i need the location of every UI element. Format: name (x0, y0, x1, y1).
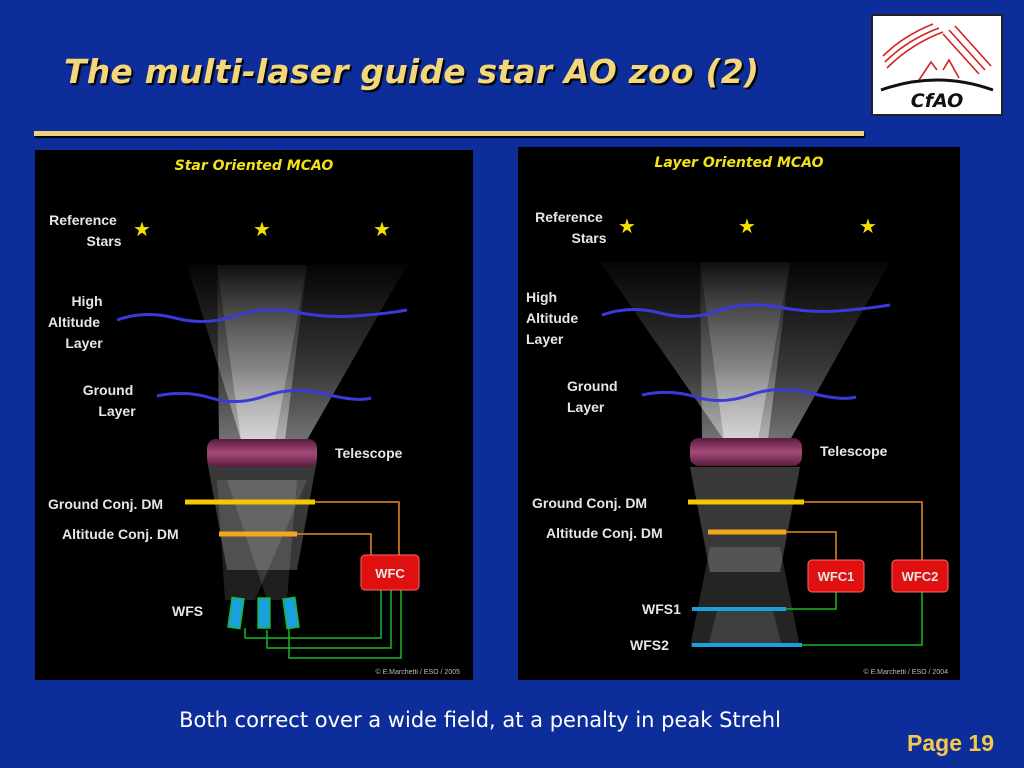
slide-caption: Both correct over a wide field, at a pen… (179, 708, 781, 732)
ground-layer-label-2: Layer (567, 399, 605, 415)
wfc1-label: WFC1 (818, 569, 855, 584)
reference-stars-label: Reference (535, 209, 603, 225)
ground-layer-label: Ground (567, 378, 618, 394)
star-oriented-mcao-panel: Star Oriented MCAO ★ ★ ★ (35, 150, 473, 680)
altitude-conj-dm-label: Altitude Conj. DM (62, 526, 179, 542)
high-altitude-label-3: Layer (65, 335, 103, 351)
ground-layer-turbulence (156, 389, 372, 403)
cfao-logo-text: CfAO (911, 90, 963, 112)
reference-star-icon: ★ (618, 214, 636, 238)
altitude-conj-dm-label: Altitude Conj. DM (546, 525, 663, 541)
wfc-box (360, 554, 420, 591)
wfs-sensors (227, 596, 300, 630)
wfs-label: WFS (172, 603, 203, 619)
telescope-icon (207, 439, 317, 467)
high-altitude-label: High (526, 289, 557, 305)
panel-title: Layer Oriented MCAO (655, 155, 824, 171)
ground-conj-dm-label: Ground Conj. DM (532, 495, 647, 511)
cfao-logo: CfAO (871, 14, 1003, 116)
wfc-label: WFC (375, 566, 405, 581)
reference-stars-label-2: Stars (86, 233, 121, 249)
ground-conj-dm-label: Ground Conj. DM (48, 496, 163, 512)
high-altitude-label-2: Altitude (526, 310, 578, 326)
wfc2-label: WFC2 (902, 569, 939, 584)
layer-oriented-mcao-diagram: Layer Oriented MCAO ★ ★ ★ WFC1 WFC2 (526, 155, 949, 676)
control-wiring (244, 501, 402, 659)
reference-star-icon: ★ (859, 214, 877, 238)
high-altitude-label-2: Altitude (48, 314, 100, 330)
control-wiring (786, 501, 923, 646)
reference-stars-label-2: Stars (571, 230, 606, 246)
credit-text: © E.Marchetti / ESO / 2004 (863, 668, 948, 676)
slide-title: The multi-laser guide star AO zoo (2) (64, 52, 760, 91)
high-altitude-label-3: Layer (526, 331, 564, 347)
reference-star-icon: ★ (373, 217, 391, 241)
telescope-label: Telescope (820, 443, 888, 459)
reference-stars-label: Reference (49, 212, 117, 228)
telescope-label: Telescope (335, 445, 403, 461)
high-altitude-turbulence (601, 303, 891, 318)
reference-star-icon: ★ (253, 217, 271, 241)
ground-layer-label: Ground (83, 382, 134, 398)
wfc1-box (807, 559, 865, 593)
wfs1-label: WFS1 (642, 601, 681, 617)
ground-layer-turbulence (641, 388, 857, 402)
star-oriented-mcao-diagram: Star Oriented MCAO ★ ★ ★ (48, 158, 460, 676)
reference-star-icon: ★ (133, 217, 151, 241)
wfc2-box (891, 559, 949, 593)
high-altitude-label: High (71, 293, 102, 309)
cfao-logo-graphic: CfAO (880, 23, 994, 112)
telescope-icon (690, 438, 802, 466)
reference-star-icon: ★ (738, 214, 756, 238)
wfs2-label: WFS2 (630, 637, 669, 653)
layer-oriented-mcao-panel: Layer Oriented MCAO ★ ★ ★ WFC1 WFC2 (518, 147, 960, 680)
ground-layer-label-2: Layer (98, 403, 136, 419)
title-underline (34, 131, 864, 136)
panel-title: Star Oriented MCAO (175, 158, 334, 174)
high-altitude-turbulence (116, 308, 408, 323)
page-number: Page 19 (907, 730, 994, 756)
credit-text: © E.Marchetti / ESO / 2005 (375, 668, 460, 676)
